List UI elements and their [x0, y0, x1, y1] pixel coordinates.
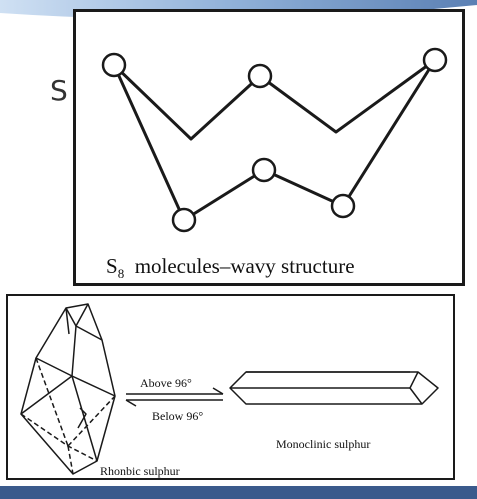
sulfur-atom — [171, 207, 197, 233]
sulfur-atom — [247, 63, 273, 89]
rhombic-label: Rhonbic sulphur — [100, 464, 180, 478]
s8-ring-diagram — [101, 47, 448, 233]
s8-caption: S8 molecules–wavy structure — [106, 254, 355, 282]
equilibrium-arrows — [125, 387, 224, 407]
ring-bond-lower — [112, 59, 437, 222]
slide-footer-band — [0, 486, 477, 499]
allotrope-diagram — [20, 303, 439, 475]
ring-bond-upper — [112, 58, 436, 141]
s8-structure-panel: S8 molecules–wavy structure — [73, 9, 465, 286]
rhombic-crystal — [20, 303, 116, 475]
caption-symbol: S — [106, 254, 118, 278]
above-temp-label: Above 96° — [140, 376, 192, 390]
allotrope-panel: Above 96° Below 96° Monoclinic sulphur R… — [6, 294, 455, 480]
sulfur-atom — [101, 52, 127, 78]
monoclinic-label: Monoclinic sulphur — [276, 437, 371, 451]
caption-subscript: 8 — [117, 266, 125, 282]
sulfur-atom — [251, 157, 277, 183]
below-temp-label: Below 96° — [152, 409, 204, 423]
caption-text: molecules–wavy structure — [134, 254, 355, 278]
monoclinic-crystal — [229, 371, 439, 405]
slide-title-letter: S — [50, 74, 68, 107]
sulfur-atom — [422, 47, 448, 73]
sulfur-atom — [330, 193, 356, 219]
